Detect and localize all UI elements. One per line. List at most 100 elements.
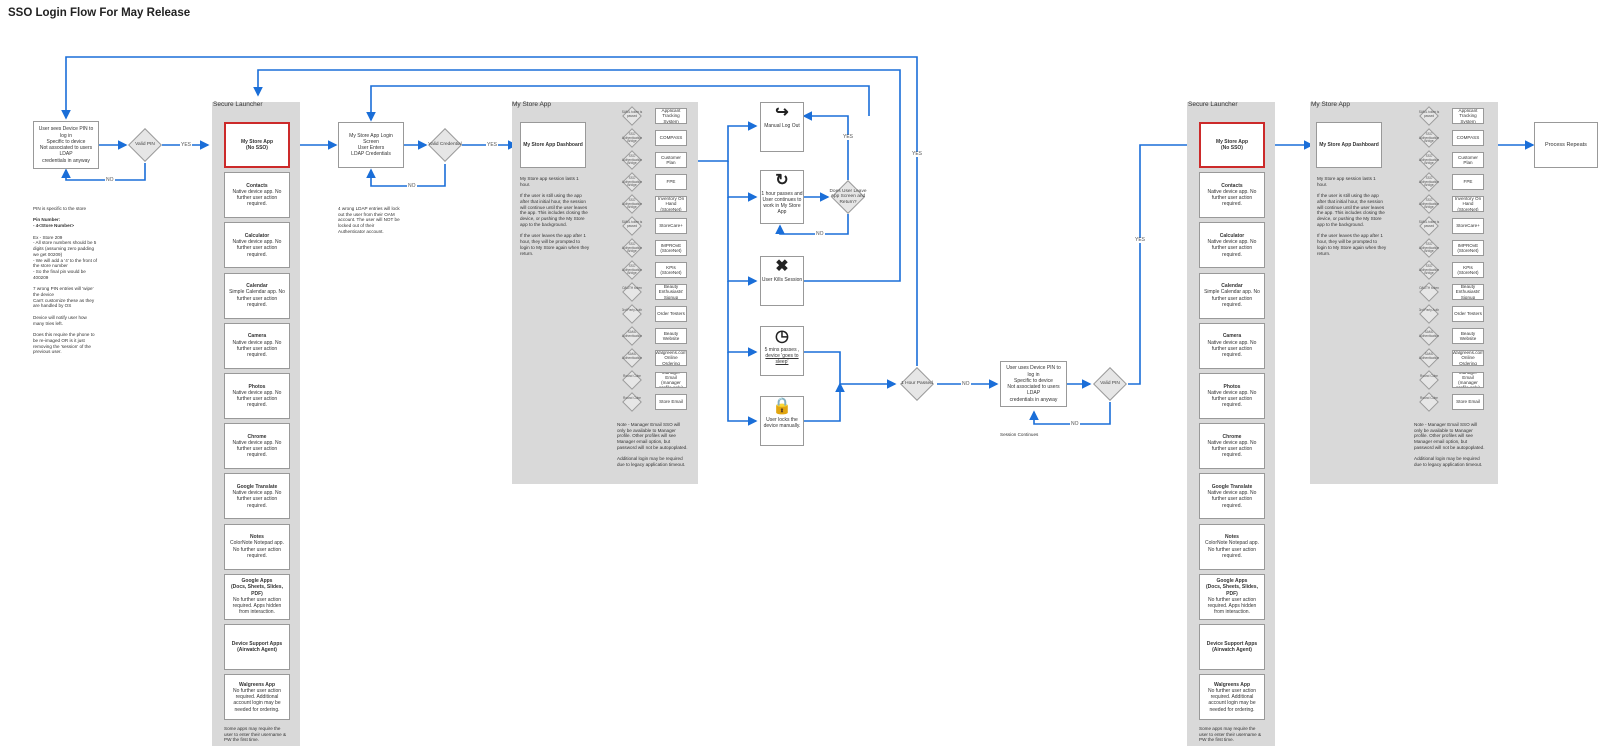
pin-note-7: Does this require the phone to be re-ima… [33, 332, 95, 355]
launcher-app-desc: ColorNote Notepad app. No further user a… [230, 540, 284, 559]
launcher-app-name: Calendar [1221, 283, 1243, 290]
launcher-app-name: Google Translate [1211, 483, 1253, 490]
secure-launcher-footnote: Some apps may require the user to enter … [224, 726, 287, 743]
login-screen-box: My Store App Login Screen User Enters LD… [338, 122, 404, 168]
sso-gate-label: SSO Authentication Bridge [1418, 242, 1440, 254]
edge-label-no: NO [815, 231, 825, 237]
launcher-app-desc: ColorNote Notepad app. No further user a… [1205, 540, 1259, 559]
my-store-app-title-2: My Store App [1311, 101, 1351, 108]
launcher-app-name: Contacts [1221, 182, 1243, 189]
sso-gate-label: 3rd Party Auth [621, 308, 643, 312]
edge-label-yes: YES [842, 134, 855, 140]
dashboard-label-2: My Store App Dashboard [1319, 141, 1379, 148]
manual-logout-label: Manual Log Out [764, 123, 800, 129]
pin-note-4: Ex - Store 209 - All store numbers shoul… [33, 234, 97, 280]
app-box: Beauty Website [655, 328, 687, 344]
launcher-app-name: My Store App (No SSO) [1215, 138, 1249, 151]
edge-label-no: NO [105, 177, 115, 183]
sso-gate-label: SAML token is passed [621, 110, 643, 118]
sso-gate-label: OAUTH token [622, 286, 642, 290]
session-notes: My Store app session lasts 1 hour. If th… [520, 176, 590, 256]
app-box: Inventory On Hand (StoreNet) [1452, 196, 1484, 212]
launcher-app-desc: Native device app. No further user actio… [1207, 389, 1257, 409]
lock-device-box: 🔒User locks the device manually. [760, 396, 804, 446]
edge-label-no: NO [961, 381, 971, 387]
valid-pin-label: Valid PIN [135, 142, 155, 148]
secure-launcher-footnote-2: Some apps may require the user to enter … [1199, 726, 1262, 743]
launcher-app-desc: No further user action required. Additio… [232, 687, 282, 713]
launcher-app-tile: Google Apps (Docs, Sheets, Slides, PDF)N… [1199, 573, 1265, 620]
session-note-1: My Store app session lasts 1 hour. [1317, 176, 1376, 187]
launcher-app-name: Calculator [244, 232, 270, 239]
launcher-app-desc: Simple Calendar app. No further user act… [229, 289, 285, 308]
secure-launcher-title-2: Secure Launcher [1188, 101, 1238, 108]
app-box: Store Email [1452, 394, 1484, 410]
edge-label-yes: YES [180, 142, 193, 148]
launcher-app-desc: Native device app. No further user actio… [1207, 239, 1257, 258]
launcher-app-name: My Store App (No SSO) [240, 138, 274, 151]
sso-gate-label: SAML token is passed [1418, 110, 1440, 118]
app-footnotes: Note - Manager Email SSO will only be av… [617, 422, 689, 468]
launcher-app-desc: Native device app. No further user actio… [232, 490, 282, 509]
launcher-app-desc: No further user action required. Additio… [1207, 687, 1257, 713]
secure-launcher-title: Secure Launcher [213, 101, 263, 108]
launcher-app-desc: Native device app. No further user actio… [1207, 490, 1257, 509]
kill-session-label: User Kills Session [761, 277, 803, 283]
sso-gate-label: SSO Authentication Bridge [621, 242, 643, 254]
launcher-app-desc: Native device app. No further user actio… [232, 339, 282, 359]
process-repeats-box: Process Repeats [1534, 122, 1598, 168]
app-box: Applicant Tracking System [1452, 108, 1484, 124]
launcher-app-desc: Simple Calendar app. No further user act… [1204, 289, 1260, 308]
launcher-app-name: Camera [247, 333, 267, 340]
app-box: FPE [655, 174, 687, 190]
launcher-app-desc: Native device app. No further user actio… [232, 188, 282, 208]
app-footnote-2: Additional login may be required due to … [617, 456, 686, 468]
launcher-app-name: Calendar [246, 283, 268, 290]
device-pin-box: User uses Device PIN to log in Specific … [1000, 361, 1067, 407]
sso-gate-label: SSO Authentication Bridge [1418, 132, 1440, 144]
pin-note-5: 7 wrong PIN entries will 'wipe' the devi… [33, 286, 95, 309]
dashboard-box-2: My Store App Dashboard [1316, 122, 1382, 168]
app-box: COMPASS [655, 130, 687, 146]
app-footnote-1: Note - Manager Email SSO will only be av… [1414, 422, 1485, 450]
session-notes-2: My Store app session lasts 1 hour. If th… [1317, 176, 1387, 256]
sleep-label-1: 5 mins passes , [764, 347, 800, 353]
app-box: FPE [1452, 174, 1484, 190]
launcher-app-name: Chrome [1222, 433, 1242, 440]
lock-device-label: User locks the device manually. [763, 417, 801, 429]
sso-gate-label: SAML Authentication [1418, 352, 1440, 360]
sso-gate-label: SSO Authentication Bridge [621, 176, 643, 188]
app-box: IMPROvE (StoreNet) [655, 240, 687, 256]
launcher-app-name: Google Apps (Docs, Sheets, Slides, PDF) [1206, 578, 1258, 597]
sso-gate-label: SSO Authentication Bridge [1418, 176, 1440, 188]
page-title: SSO Login Flow For May Release [8, 7, 191, 19]
launcher-app-name: Calculator [1219, 232, 1245, 239]
sso-gate-label: OAUTH token [1419, 286, 1439, 290]
sso-gate-label: SSO Authentication Bridge [1418, 264, 1440, 276]
app-box: Customer Plan [1452, 152, 1484, 168]
dashboard-box: My Store App Dashboard [520, 122, 586, 168]
app-box: Beauty Enthusiasts' Signup [655, 284, 687, 300]
my-store-app-title: My Store App [512, 101, 552, 108]
launcher-app-name: Walgreens App [1213, 681, 1251, 688]
valid-credential-label: Valid Credential [428, 142, 462, 148]
sso-gate-label: SAML token is passed [621, 220, 643, 228]
valid-pin-label-2: Valid PIN [1100, 381, 1120, 387]
launcher-app-desc: No further user action required. Apps hi… [232, 596, 282, 616]
manual-logout-box: ↪Manual Log Out [760, 102, 804, 152]
launcher-app-desc: Native device app. No further user actio… [1207, 439, 1257, 459]
sso-gate-label: SAML Authentication [621, 352, 643, 360]
app-box: KPIs (StoreNet) [1452, 262, 1484, 278]
sso-gate-label: Round Cube [623, 374, 641, 378]
leave-app-label: Does User Leave App Screen and Return? [829, 188, 867, 205]
